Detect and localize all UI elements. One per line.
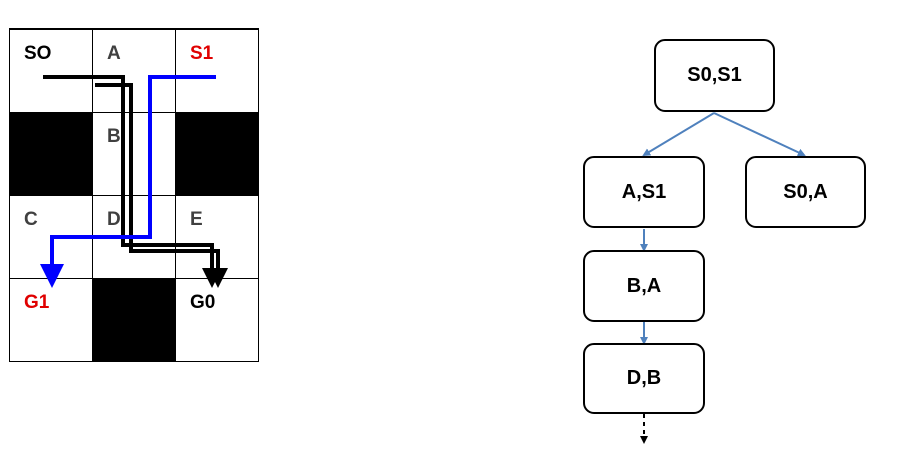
wall-cell: [93, 279, 176, 362]
tree-node-label: S0,S1: [687, 64, 742, 86]
cell-label-g1: G1: [24, 292, 50, 313]
cell-label-c: C: [24, 209, 38, 230]
wall-cell: [10, 113, 93, 196]
cell-label-g0: G0: [190, 292, 216, 313]
tree-node-label: S0,A: [783, 180, 828, 203]
cell-label-d: D: [107, 209, 121, 230]
tree-node-b-a: B,A: [583, 250, 705, 322]
cell-label-e: E: [190, 209, 203, 230]
cell-g0: G0: [176, 279, 259, 362]
tree-edge-root-n1: [642, 112, 715, 157]
cell-d: D: [93, 196, 176, 279]
grid-world: SO A S1 B C D E G1 G0: [9, 28, 259, 362]
cell-s1: S1: [176, 30, 259, 113]
tree-edge-root-n2: [713, 112, 806, 157]
tree-node-label: A,S1: [621, 180, 667, 203]
cell-a: A: [93, 30, 176, 113]
cell-label-b: B: [107, 126, 121, 147]
cell-label-s1: S1: [190, 43, 214, 64]
tree-node-d-b: D,B: [583, 343, 705, 414]
tree-node-a-s1: A,S1: [583, 156, 705, 228]
tree-node-label: D,B: [626, 367, 662, 389]
cell-e: E: [176, 196, 259, 279]
cell-g1: G1: [10, 279, 93, 362]
cell-label-so: SO: [24, 43, 52, 64]
tree-node-label: B,A: [626, 274, 662, 297]
tree-node-s0-a: S0,A: [745, 156, 866, 228]
cell-so: SO: [10, 30, 93, 113]
cell-c: C: [10, 196, 93, 279]
cell-b: B: [93, 113, 176, 196]
cell-label-a: A: [107, 43, 121, 64]
wall-cell: [176, 113, 259, 196]
tree-node-root: S0,S1: [654, 39, 775, 112]
